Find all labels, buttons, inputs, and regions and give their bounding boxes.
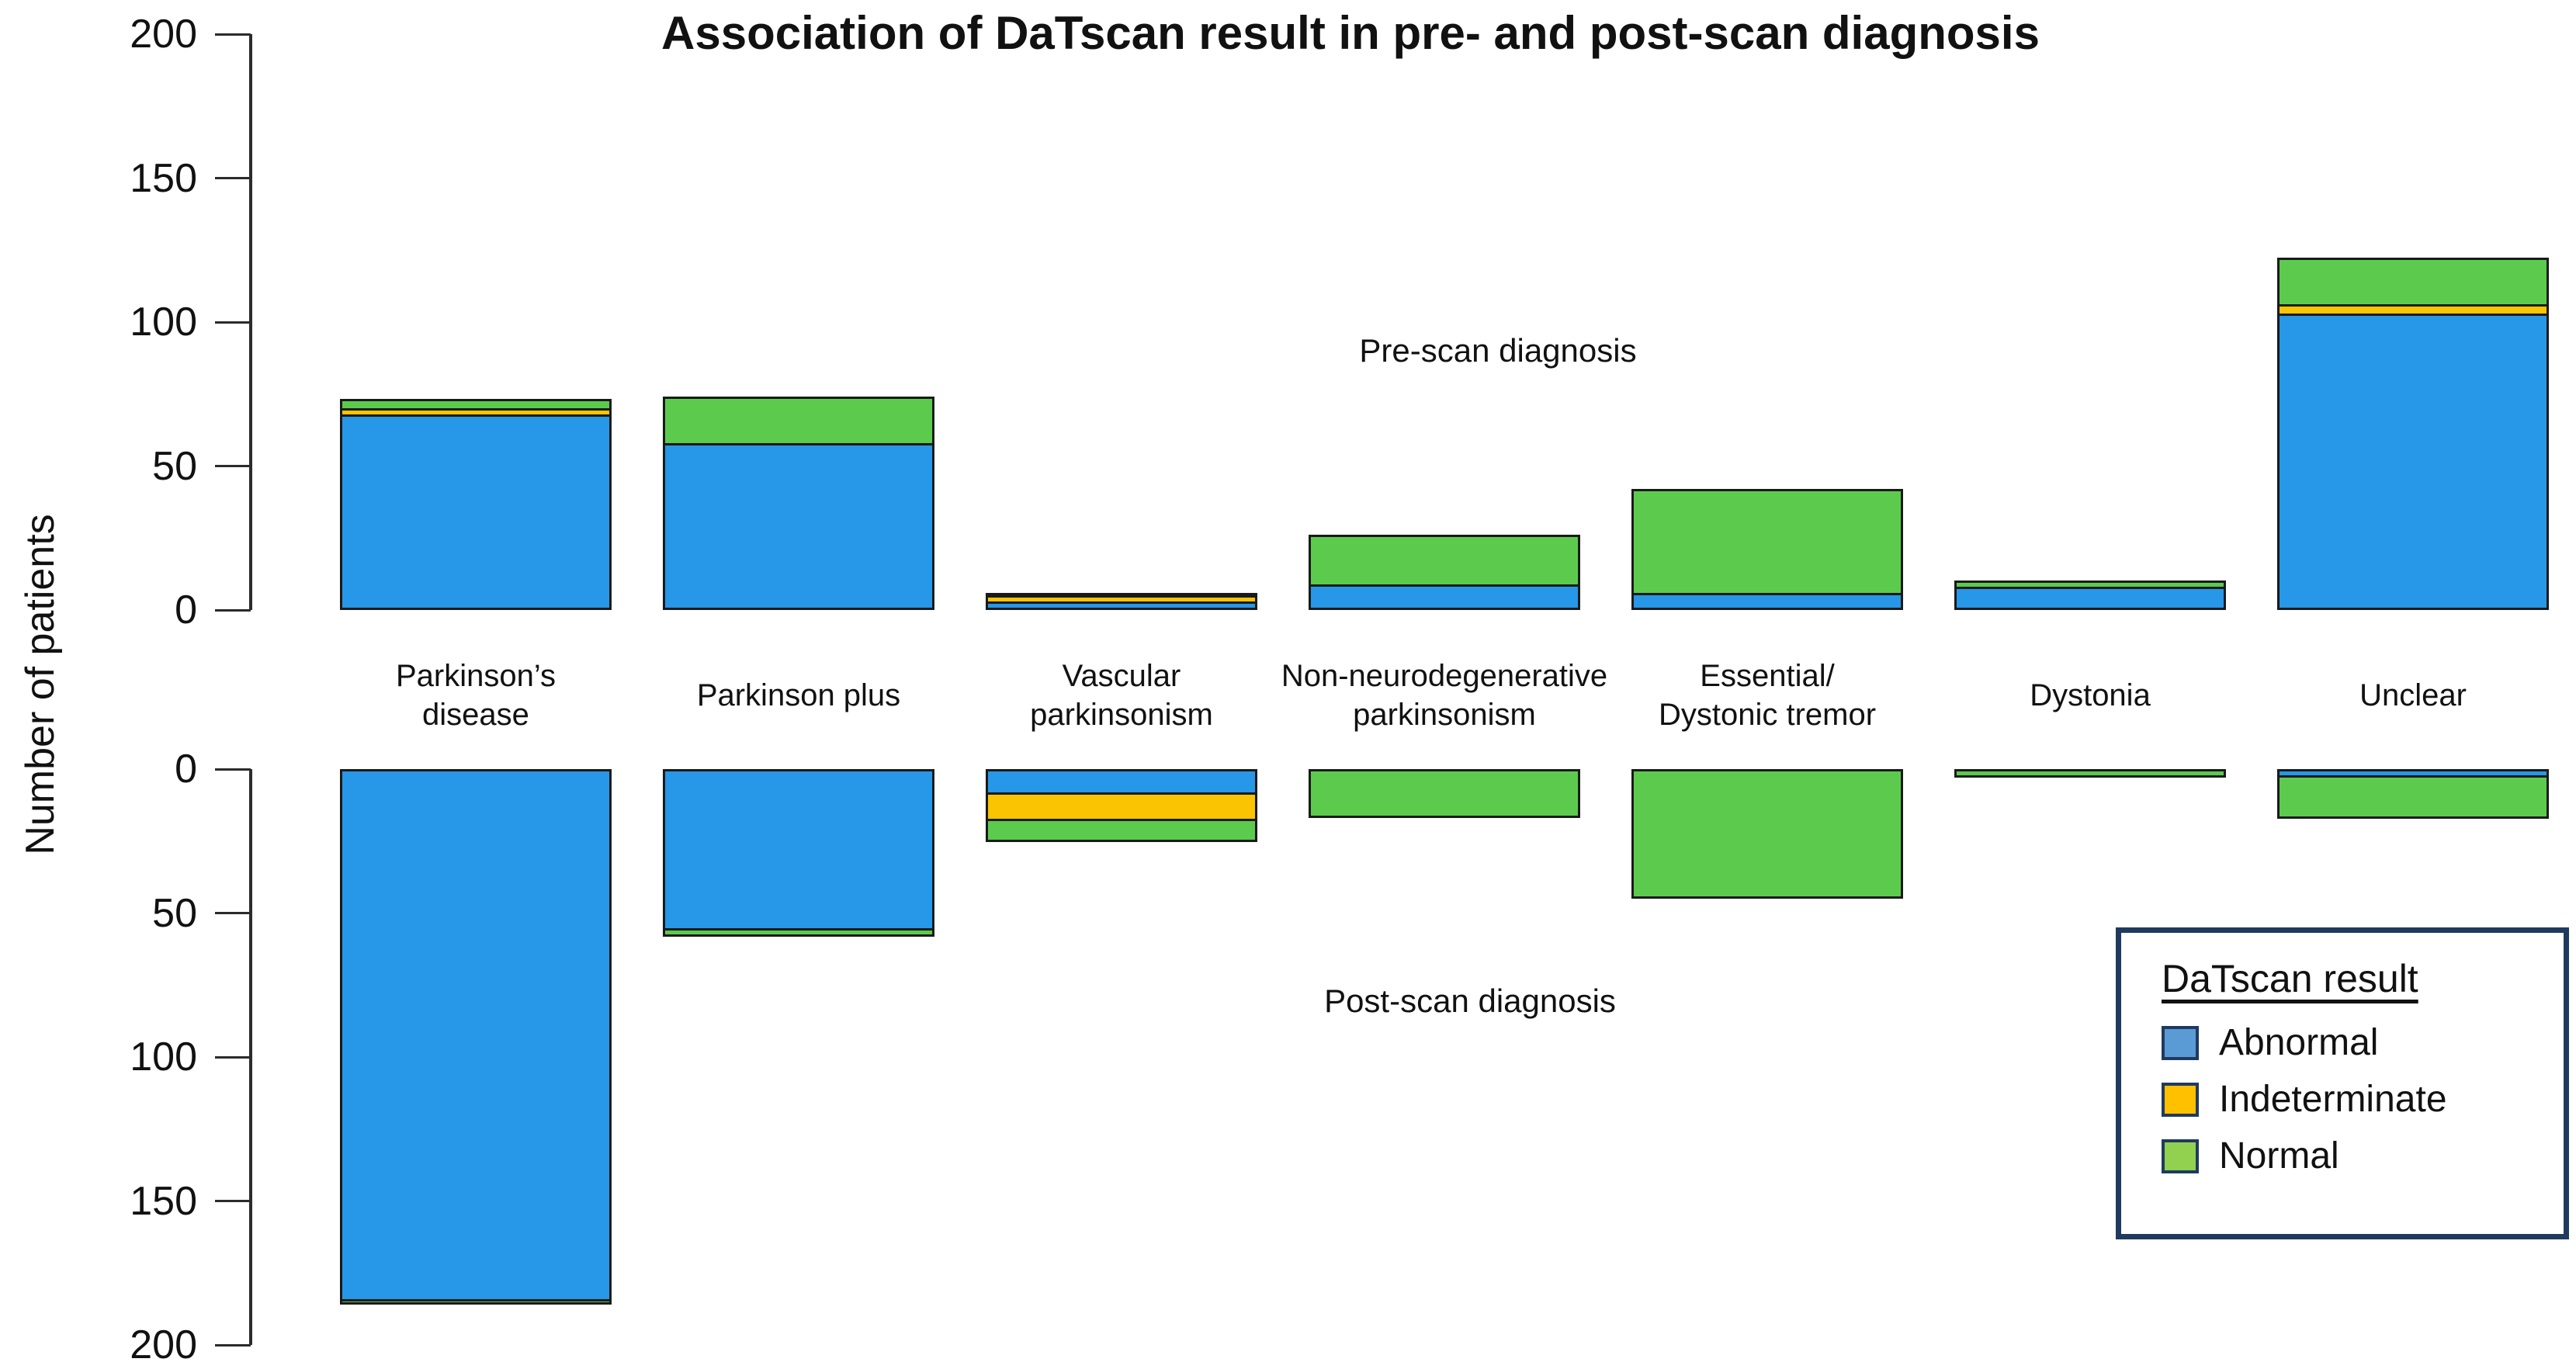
category-label: Unclear: [2359, 678, 2467, 712]
y-axis-label: Number of patients: [18, 514, 63, 855]
chart-title: Association of DaTscan result in pre- an…: [661, 7, 2040, 59]
bar-segment-abnormal: [986, 601, 1257, 610]
bar-pre-2: [663, 397, 934, 610]
post-tick: [215, 912, 251, 914]
bar-pre-4: [1309, 535, 1580, 610]
post-scan-panel-label: Post-scan diagnosis: [1324, 983, 1616, 1019]
bar-pre-6: [1954, 581, 2226, 610]
post-axis-line: [249, 769, 252, 1345]
bar-segment-normal: [663, 928, 934, 937]
post-tick-label: 150: [130, 1178, 197, 1224]
bar-segment-normal: [2277, 258, 2549, 307]
bar-segment-abnormal: [1631, 593, 1903, 610]
pre-tick: [215, 33, 251, 36]
bar-segment-abnormal: [340, 769, 612, 1301]
bar-post-1: [340, 769, 612, 1305]
legend-swatch-abnormal: [2162, 1025, 2199, 1060]
bar-segment-abnormal: [2277, 314, 2549, 610]
category-label: Non-neurodegenerative parkinsonism: [1281, 659, 1608, 732]
pre-tick: [215, 608, 251, 612]
bar-segment-normal: [340, 1299, 612, 1305]
bar-post-6: [1954, 769, 2226, 778]
pre-tick: [215, 177, 251, 179]
post-tick-label: 200: [130, 1322, 197, 1367]
bar-segment-abnormal: [663, 443, 934, 610]
category-label: Parkinson plus: [696, 678, 901, 712]
pre-scan-panel-label: Pre-scan diagnosis: [1359, 332, 1637, 369]
bar-pre-1: [340, 399, 612, 610]
legend-title: DaTscan result: [2162, 957, 2418, 1000]
pre-tick: [215, 465, 251, 467]
legend-entry-label: Indeterminate: [2219, 1079, 2447, 1120]
bar-pre-5: [1631, 489, 1903, 610]
post-tick-label: 50: [152, 890, 197, 936]
post-tick: [215, 1343, 251, 1346]
bar-segment-normal: [663, 397, 934, 445]
bar-segment-normal: [986, 819, 1257, 842]
post-tick-label: 0: [175, 747, 197, 792]
category-label: Dystonia: [2030, 678, 2151, 712]
pre-tick-label: 0: [175, 587, 197, 633]
bar-segment-abnormal: [1954, 587, 2226, 610]
bar-post-7: [2277, 769, 2549, 819]
bar-post-2: [663, 769, 934, 937]
bar-segment-abnormal: [986, 769, 1257, 795]
legend-entry-label: Normal: [2219, 1135, 2339, 1177]
bar-segment-normal: [1631, 769, 1903, 899]
legend-swatch-indeterminate: [2162, 1082, 2199, 1117]
bar-segment-normal: [2277, 775, 2549, 819]
bar-pre-7: [2277, 258, 2549, 610]
pre-tick-label: 150: [130, 155, 197, 201]
pre-tick-label: 100: [130, 300, 197, 345]
bar-post-4: [1309, 769, 1580, 818]
legend-item-abnormal: Abnormal: [2162, 1021, 2564, 1064]
category-label: Parkinson’s disease: [395, 659, 556, 732]
legend-item-normal: Normal: [2162, 1135, 2564, 1177]
bar-segment-normal: [1309, 769, 1580, 818]
legend-item-indeterminate: Indeterminate: [2162, 1078, 2564, 1121]
bar-post-3: [986, 769, 1257, 842]
bar-pre-3: [986, 593, 1257, 610]
bar-segment-abnormal: [340, 414, 612, 610]
bar-segment-normal: [1309, 535, 1580, 587]
post-tick: [215, 1200, 251, 1202]
pre-tick-label: 200: [130, 12, 197, 57]
post-tick: [215, 1055, 251, 1059]
category-label: Essential/ Dystonic tremor: [1658, 659, 1877, 732]
post-tick: [215, 768, 251, 771]
legend-entry-label: Abnormal: [2219, 1022, 2379, 1063]
category-label: Vascular parkinsonism: [1030, 659, 1213, 732]
pre-tick: [215, 321, 251, 324]
post-tick-label: 100: [130, 1035, 197, 1080]
legend-swatch-normal: [2162, 1139, 2199, 1173]
bar-segment-abnormal: [1309, 584, 1580, 610]
pre-axis-line: [249, 34, 252, 610]
bar-segment-normal: [1631, 489, 1903, 595]
bar-segment-abnormal: [663, 769, 934, 931]
pre-tick-label: 50: [152, 443, 197, 489]
bar-segment-normal: [1954, 769, 2226, 778]
bar-post-5: [1631, 769, 1903, 899]
bar-segment-indeterminate: [986, 792, 1257, 821]
